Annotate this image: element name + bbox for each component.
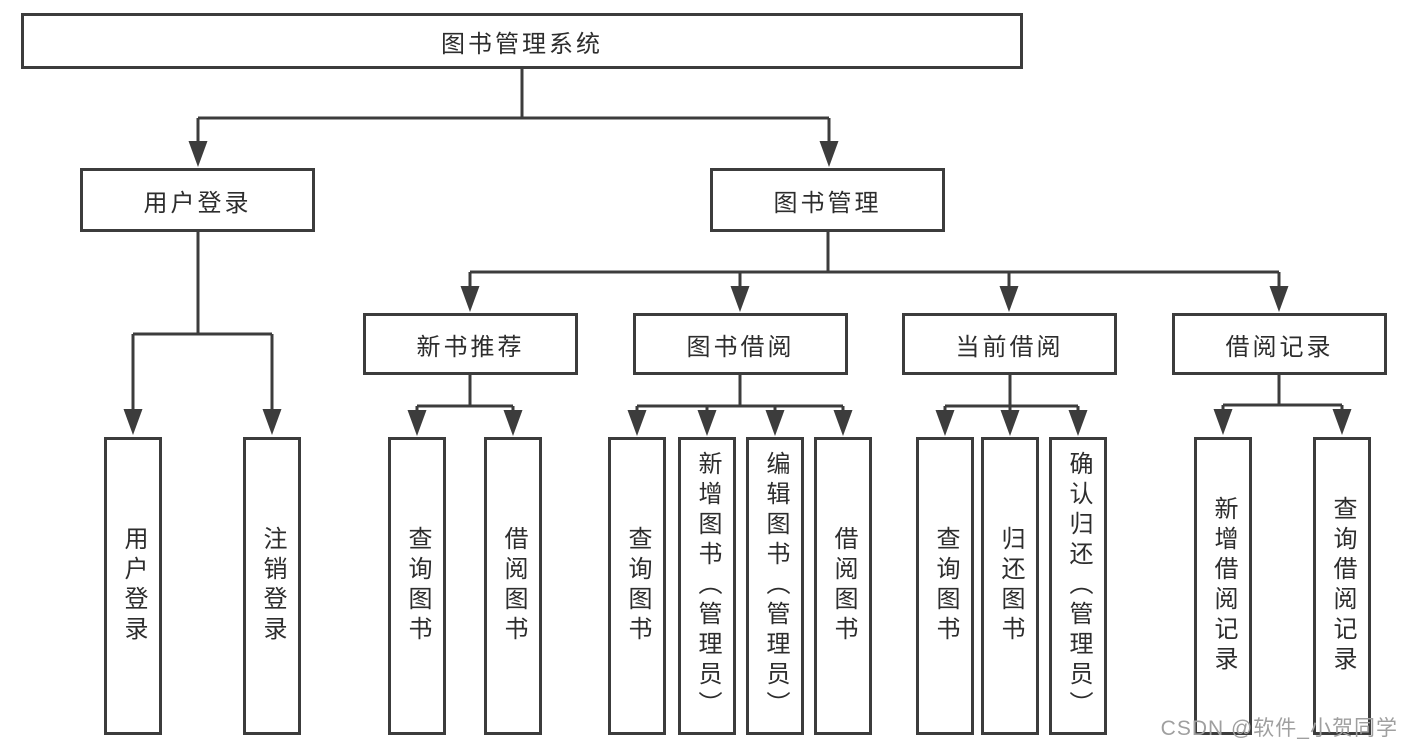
leaf-return-books: 归还图书 [981,437,1039,735]
leaf-label: 归还图书 [997,526,1024,646]
node-user-login: 用户登录 [80,168,315,232]
leaf-edit-book-admin: 编辑图书（管理员） [746,437,804,735]
leaf-label: 注销登录 [259,526,286,646]
node-library-system: 图书管理系统 [21,13,1023,69]
leaf-logout: 注销登录 [243,437,301,735]
leaf-add-book-admin: 新增图书（管理员） [678,437,736,735]
leaf-confirm-return-admin: 确认归还（管理员） [1049,437,1107,735]
csdn-watermark: CSDN @软件_小贺同学 [1160,717,1398,740]
leaf-label: 查询图书 [404,526,431,646]
leaf-borrow-books-recommend: 借阅图书 [484,437,542,735]
node-new-book-recommendation: 新书推荐 [363,313,578,375]
node-borrowing-records: 借阅记录 [1172,313,1387,375]
leaf-user-login: 用户登录 [104,437,162,735]
leaf-label: 查询图书 [932,526,959,646]
leaf-label: 确认归还（管理员） [1065,451,1092,721]
leaf-label: 借阅图书 [830,526,857,646]
leaf-label: 新增图书（管理员） [694,451,721,721]
leaf-query-books-recommend: 查询图书 [388,437,446,735]
leaf-label: 编辑图书（管理员） [762,451,789,721]
leaf-add-borrow-record: 新增借阅记录 [1194,437,1252,735]
leaf-label: 新增借阅记录 [1210,496,1237,676]
arrowheads [123,141,1352,436]
node-current-borrowing: 当前借阅 [902,313,1117,375]
leaf-query-books-current: 查询图书 [916,437,974,735]
node-book-borrowing: 图书借阅 [633,313,848,375]
leaf-query-borrow-record: 查询借阅记录 [1313,437,1371,735]
leaf-query-books-borrowing: 查询图书 [608,437,666,735]
leaf-label: 借阅图书 [500,526,527,646]
leaf-label: 查询借阅记录 [1329,496,1356,676]
leaf-label: 用户登录 [120,526,147,646]
node-book-management: 图书管理 [710,168,945,232]
leaf-borrow-books-borrowing: 借阅图书 [814,437,872,735]
leaf-label: 查询图书 [624,526,651,646]
